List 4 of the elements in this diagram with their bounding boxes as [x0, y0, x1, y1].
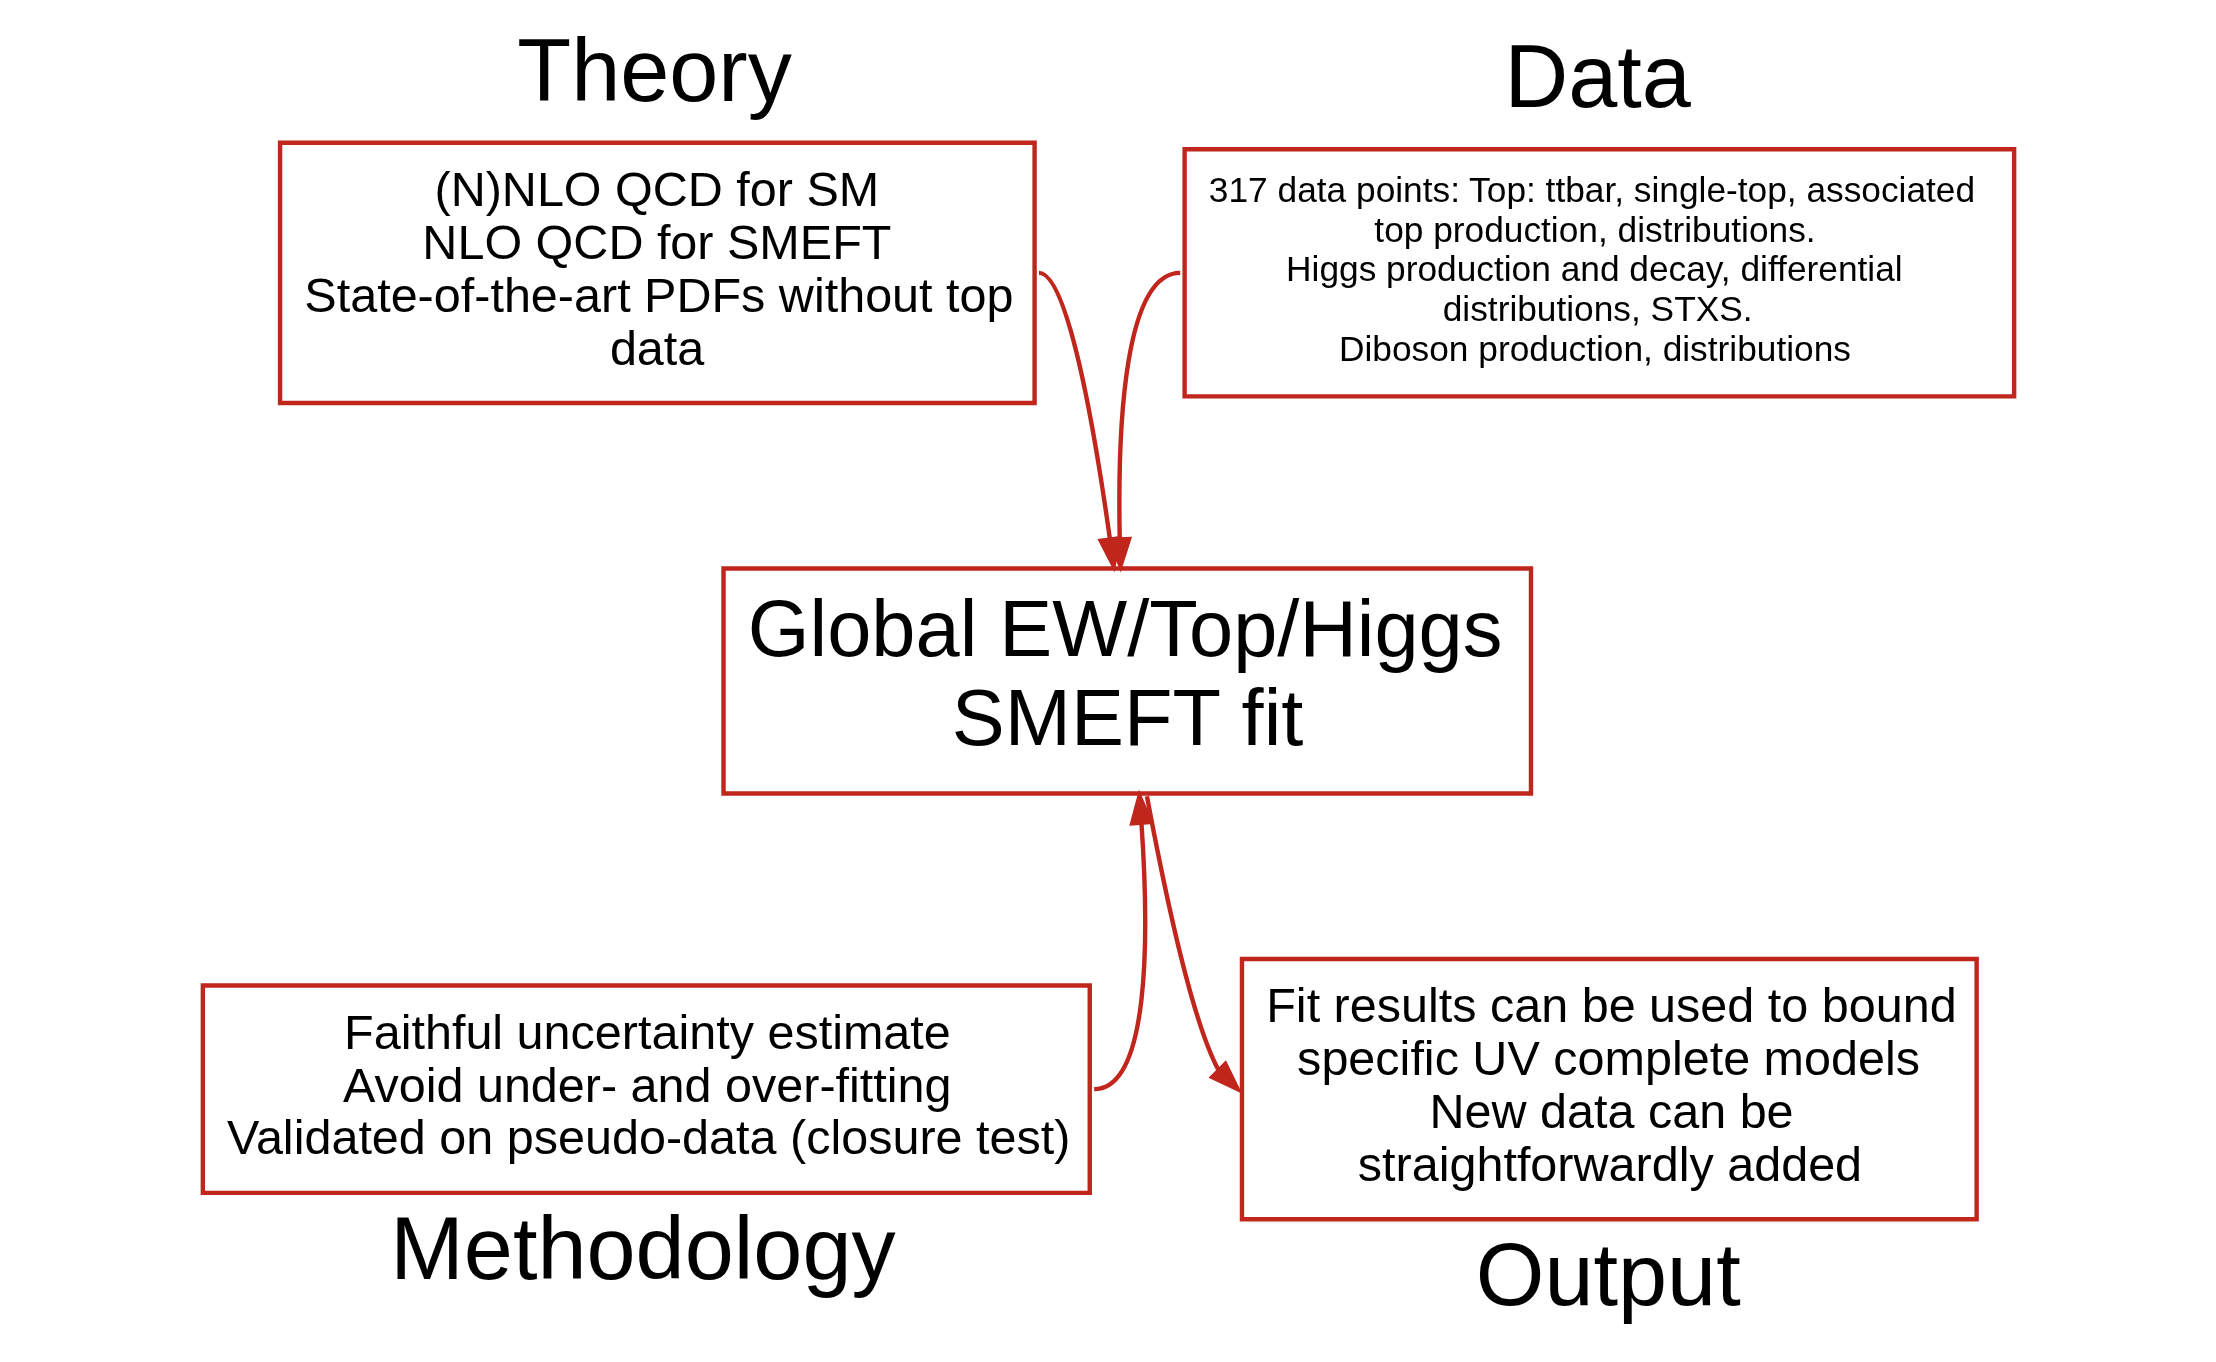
node-label: Output [1475, 1225, 1741, 1325]
node-label: Data [1504, 27, 1691, 127]
node-label: Theory [516, 20, 792, 120]
node-label: Methodology [389, 1198, 896, 1298]
